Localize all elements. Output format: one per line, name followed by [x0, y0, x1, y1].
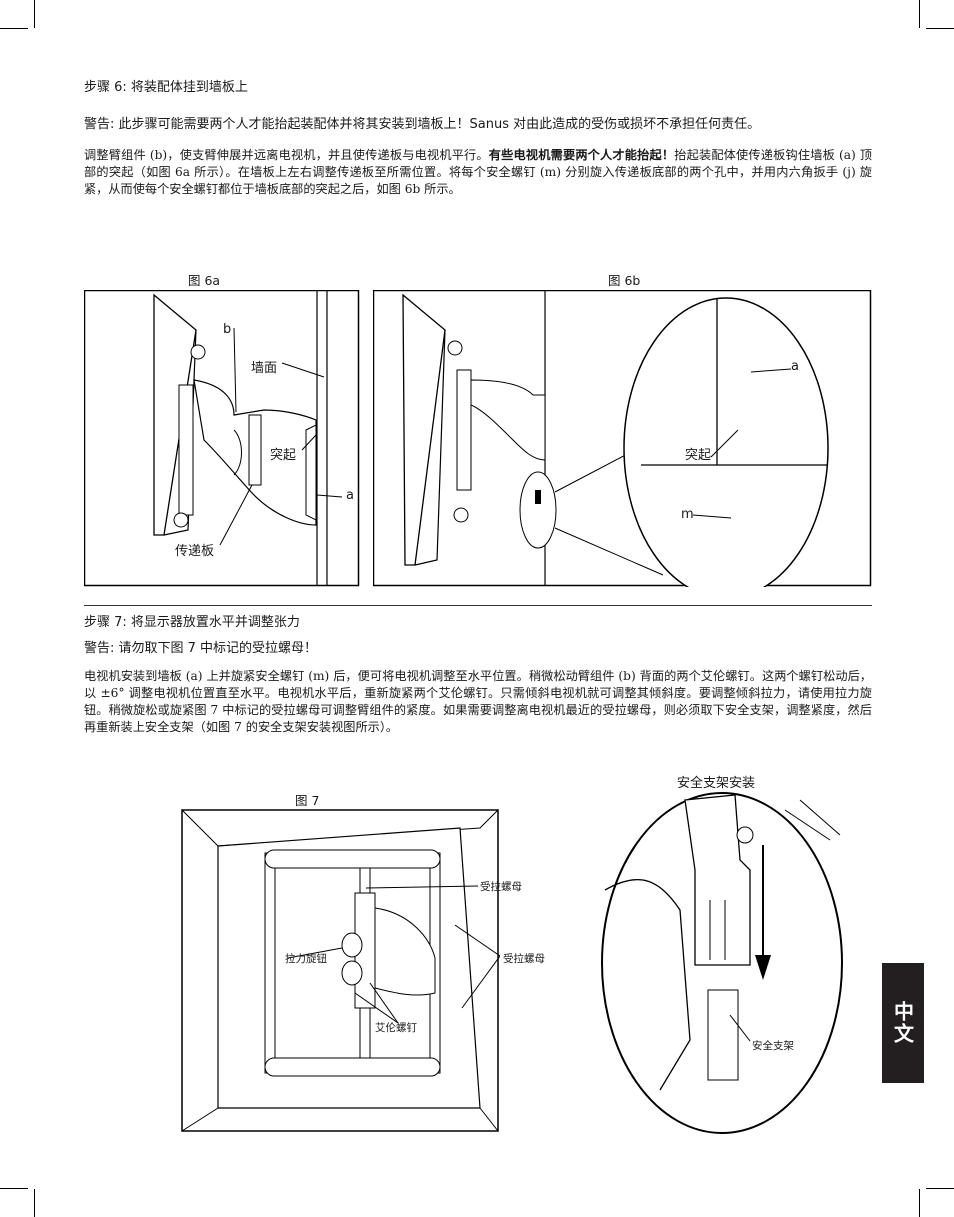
section-divider	[84, 605, 872, 606]
fig6a-label-a: a	[346, 488, 354, 503]
step6-body: 调整臂组件 (b)，使支臂伸展并远离电视机，并且使传递板与电视机平行。有些电视机…	[84, 147, 872, 198]
step7-title: 步骤 7: 将显示器放置水平并调整张力	[84, 615, 300, 630]
safety-bracket-figure	[601, 792, 843, 1134]
fig6b-label-m: m	[681, 507, 694, 522]
fig6b-caption: 图 6b	[608, 273, 641, 288]
safety-label-bracket: 安全支架	[752, 1040, 794, 1052]
step6-warning: 警告: 此步骤可能需要两个人才能抬起装配体并将其安装到墙板上！Sanus 对由此…	[84, 117, 761, 132]
figure-6b	[373, 290, 872, 587]
fig6a-label-b: b	[223, 322, 232, 337]
figure-7	[181, 809, 500, 1132]
crop-mark	[34, 0, 35, 28]
language-tab: 中文	[882, 963, 924, 1083]
fig7-label-tension-nut-top: 受拉螺母	[480, 881, 522, 893]
step7-warning: 警告: 请勿取下图 7 中标记的受拉螺母！	[84, 641, 318, 656]
language-tab-label: 中文	[890, 1001, 915, 1045]
crop-mark	[926, 28, 954, 29]
step6-title: 步骤 6: 将装配体挂到墙板上	[84, 80, 248, 95]
crop-mark	[919, 1189, 920, 1217]
fig6a-label-wall: 墙面	[251, 361, 278, 376]
fig6b-label-a: a	[791, 359, 799, 374]
fig6a-caption: 图 6a	[188, 273, 221, 288]
figure-6a	[84, 290, 360, 587]
fig6b-label-protrusion: 突起	[685, 448, 712, 463]
step6-body-bold: 有些电视机需要两个人才能抬起！	[488, 148, 675, 162]
fig7-label-tension-knob: 拉力旋钮	[285, 953, 327, 965]
crop-mark	[0, 1188, 28, 1189]
crop-mark	[0, 28, 28, 29]
fig7-caption: 图 7	[295, 793, 320, 808]
fig6a-label-protrusion: 突起	[270, 448, 297, 463]
crop-mark	[34, 1189, 35, 1217]
step6-body-part2: 抬起装配体使传递板钩住墙板 (a) 顶部的突起（如图 6a 所示）。在墙板上左右…	[84, 148, 873, 196]
step7-body: 电视机安装到墙板 (a) 上并旋紧安全螺钉 (m) 后，便可将电视机调整至水平位…	[84, 669, 872, 734]
step6-body-part1: 调整臂组件 (b)，使支臂伸展并远离电视机，并且使传递板与电视机平行。	[84, 148, 489, 162]
fig7-label-allen-screw: 艾伦螺钉	[375, 1022, 417, 1034]
crop-mark	[919, 0, 920, 28]
crop-mark	[926, 1188, 954, 1189]
fig7-label-tension-nut-right: 受拉螺母	[503, 953, 545, 965]
safety-caption: 安全支架安装	[677, 776, 756, 791]
fig6a-label-transfer-plate: 传递板	[175, 544, 215, 559]
